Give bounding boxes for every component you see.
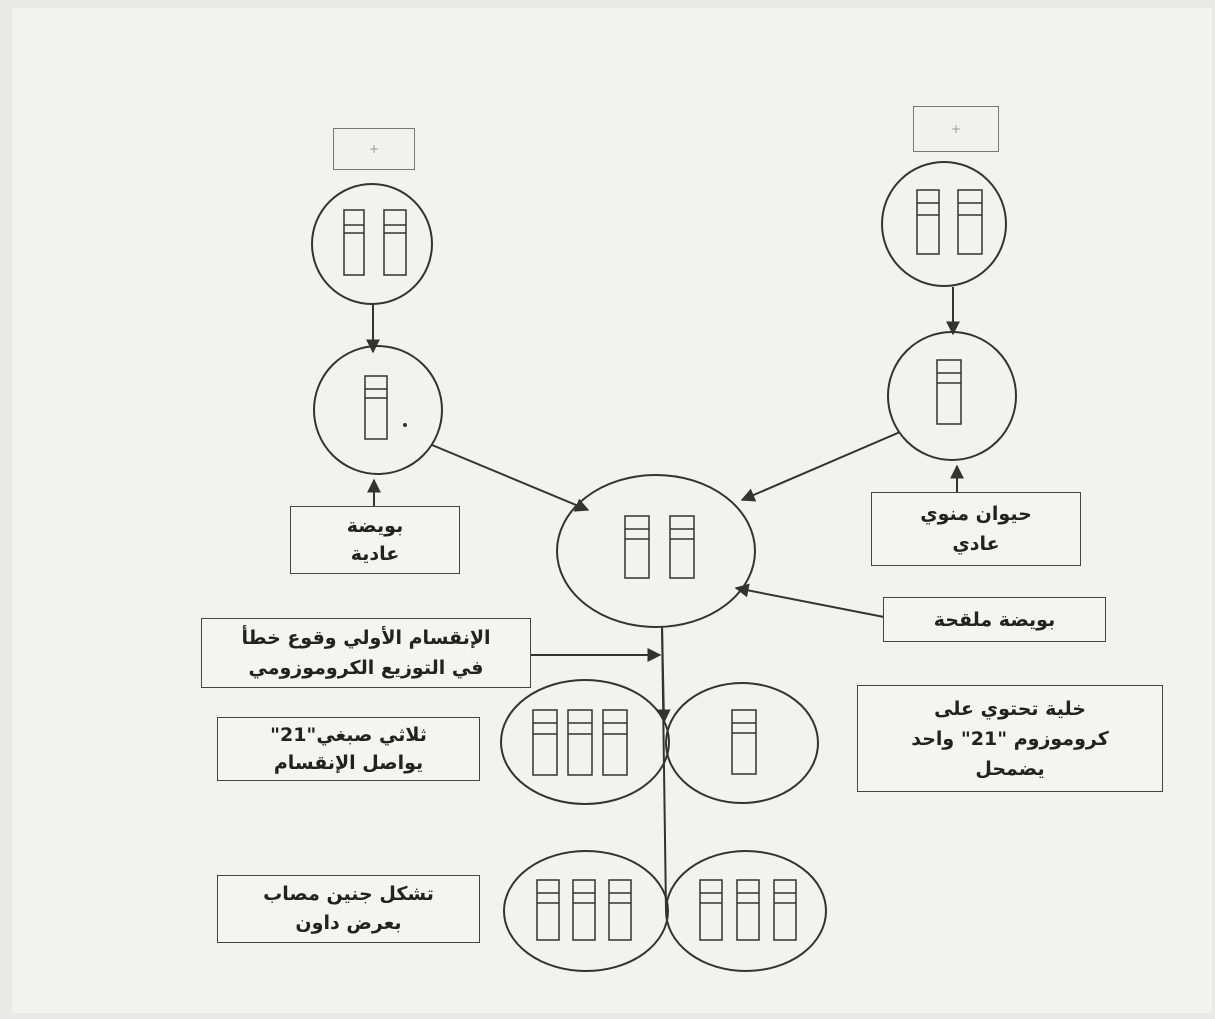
chromosome [602,709,628,776]
trisomy-label: ثلاثي صبغي"21" يواصل الإنقسام [217,717,480,781]
chromosome [936,359,962,425]
father-mark: + [950,122,962,136]
father-mark-box: + [913,106,999,152]
embryo-label: تشكل جنين مصاب بعرض داون [217,875,480,943]
normal-egg-cell [313,345,443,475]
monosomy-cell [665,682,819,804]
chromosome [567,709,593,776]
chromosome [608,879,632,941]
mother-mark: + [368,142,380,156]
chromosome [383,209,407,276]
chromosome [669,515,695,579]
chromosome [624,515,650,579]
fertilized-egg-cell [556,474,756,628]
fertilized-egg-label: بويضة ملقحة [883,597,1106,642]
normal-sperm-label: حيوان منوي عادي [871,492,1081,566]
trisomy-cell [500,679,670,805]
embryo-cell-left [503,850,669,972]
embryo-cell-right [665,850,827,972]
chromosome [916,189,940,255]
chromosome [731,709,757,775]
chromosome [343,209,365,276]
chromosome [536,879,560,941]
chromosome [957,189,983,255]
chromosome [364,375,388,440]
division-error-label: الإنقسام الأولي وقوع خطأ في التوزيع الكر… [201,618,531,688]
mother-parent-cell [311,183,433,305]
arrow-sperm-to-zygote [740,431,901,502]
normal-egg-label: بويضة عادية [290,506,460,574]
chromosome [736,879,760,941]
father-parent-cell [881,161,1007,287]
mother-mark-box: + [333,128,415,170]
monosomy-label: خلية تحتوي على كروموزوم "21" واحد يضمحل [857,685,1163,792]
chromosome [773,879,797,941]
chromosome [699,879,723,941]
arrow-label-to-zygote [734,583,885,618]
chromosome [532,709,558,776]
normal-sperm-cell [887,331,1017,461]
arrow-zygote-division [656,625,671,724]
arrow-egg-to-zygote [431,444,590,512]
chromosome [572,879,596,941]
